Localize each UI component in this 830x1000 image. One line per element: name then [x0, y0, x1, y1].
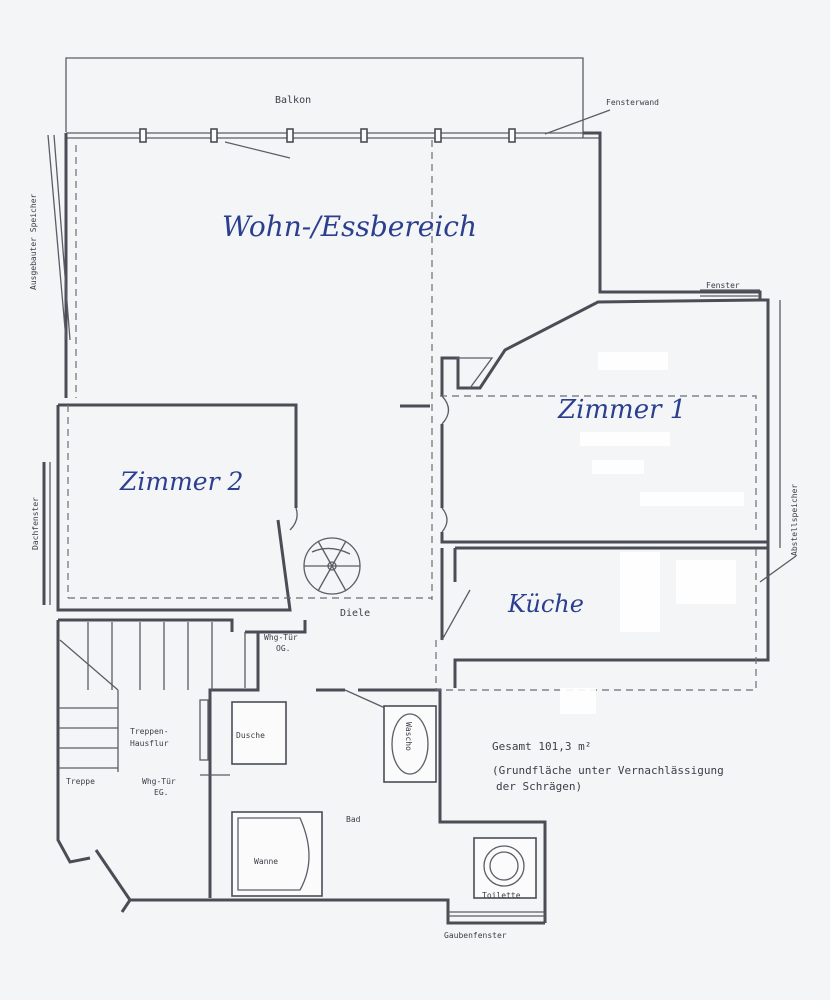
treppenhausflur-label-line1: Treppen- — [130, 727, 169, 736]
fensterwand-leader-line — [544, 109, 611, 135]
toilette-label: Toilette — [482, 891, 521, 900]
total-area-line1: Gesamt 101,3 m² — [492, 740, 591, 753]
treppe-label: Treppe — [66, 777, 95, 786]
whg-tuer-eg-label-line2: EG. — [154, 788, 168, 797]
balcony-outline — [65, 57, 584, 138]
abstellspeicher-label: Abstellspeicher — [790, 484, 799, 556]
toilet-seat — [489, 851, 519, 881]
fenster-window — [700, 289, 760, 297]
washbasin-counter — [383, 705, 437, 783]
fenster-label: Fenster — [706, 281, 740, 290]
dusche-label: Dusche — [236, 731, 265, 740]
balcony-window-wall — [66, 128, 600, 159]
bad-label: Bad — [346, 815, 361, 824]
walls — [42, 131, 781, 925]
room-label-wohn-essbereich: Wohn-/Essbereich — [222, 210, 477, 243]
toilet-bowl — [483, 845, 525, 887]
spiral-staircase — [303, 537, 361, 595]
toilet-box — [473, 837, 537, 899]
bathtub — [231, 811, 323, 897]
whg-tuer-og-label-line2: OG. — [276, 644, 290, 653]
diele-label: Diele — [340, 608, 370, 619]
shower-tray — [231, 701, 287, 765]
straight-stairs — [58, 622, 230, 776]
room-label-zimmer-1: Zimmer 1 — [557, 395, 686, 425]
balkon-label: Balkon — [275, 95, 311, 106]
fensterwand-label: Fensterwand — [606, 98, 659, 107]
total-area-line2: (Grundfläche unter Vernachlässigung — [492, 764, 724, 777]
dachfenster-label: Dachfenster — [31, 497, 40, 550]
treppenhausflur-label-line2: Hausflur — [130, 739, 169, 748]
total-area-line3: der Schrägen) — [496, 780, 582, 793]
room-label-kueche: Küche — [507, 590, 584, 618]
abstellspeicher-leader-line — [759, 555, 797, 583]
washbasin-bowl — [391, 713, 429, 775]
bathtub-inner — [237, 817, 310, 891]
ausgebauter-speicher-label: Ausgebauter Speicher — [29, 193, 38, 290]
wascho-label: Wascho — [404, 722, 413, 751]
dashed-slope-lines — [67, 140, 757, 691]
whg-tuer-eg-label-line1: Whg-Tür — [142, 777, 176, 786]
gaubenfenster-label: Gaubenfenster — [444, 931, 507, 940]
room-label-zimmer-2: Zimmer 2 — [119, 467, 243, 496]
whg-tuer-og-label-line1: Whg-Tür — [264, 633, 298, 642]
redaction-patches — [560, 352, 744, 714]
door-swings — [244, 395, 471, 709]
wanne-label: Wanne — [254, 857, 278, 866]
